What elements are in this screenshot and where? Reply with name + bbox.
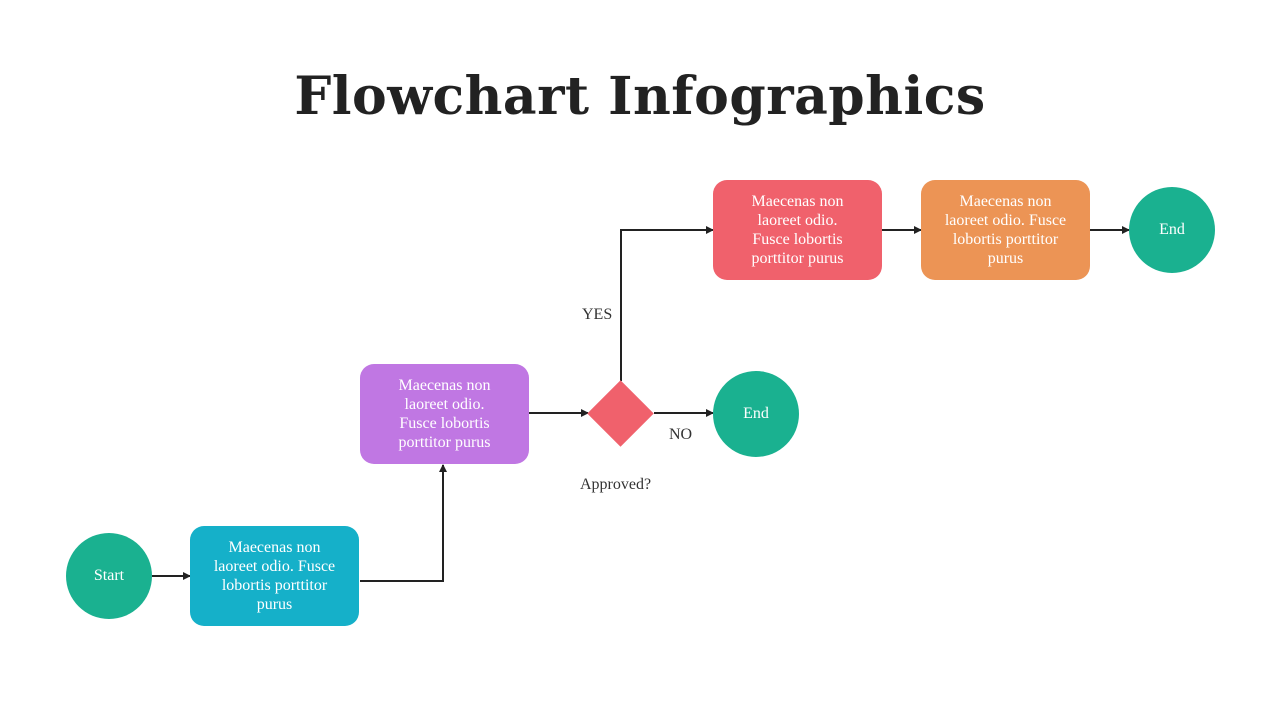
end-node-yes: End [1129, 187, 1215, 273]
yes-label: YES [582, 306, 613, 323]
arrow-decision-yes [620, 226, 714, 381]
decision-label: Approved? [580, 476, 652, 493]
process-step-3: Maecenas non laoreet odio. Fusce loborti… [713, 180, 882, 280]
start-node: Start [66, 533, 152, 619]
process-step-2: Maecenas non laoreet odio. Fusce loborti… [360, 364, 529, 464]
process-step-1: Maecenas non laoreet odio. Fusce loborti… [190, 526, 359, 626]
no-label: NO [669, 426, 693, 443]
end-node-no: End [713, 371, 799, 457]
arrow-step1-to-step2 [360, 464, 447, 582]
page-title: Flowchart Infographics [294, 66, 986, 127]
process-step-4: Maecenas non laoreet odio. Fusce loborti… [921, 180, 1090, 280]
